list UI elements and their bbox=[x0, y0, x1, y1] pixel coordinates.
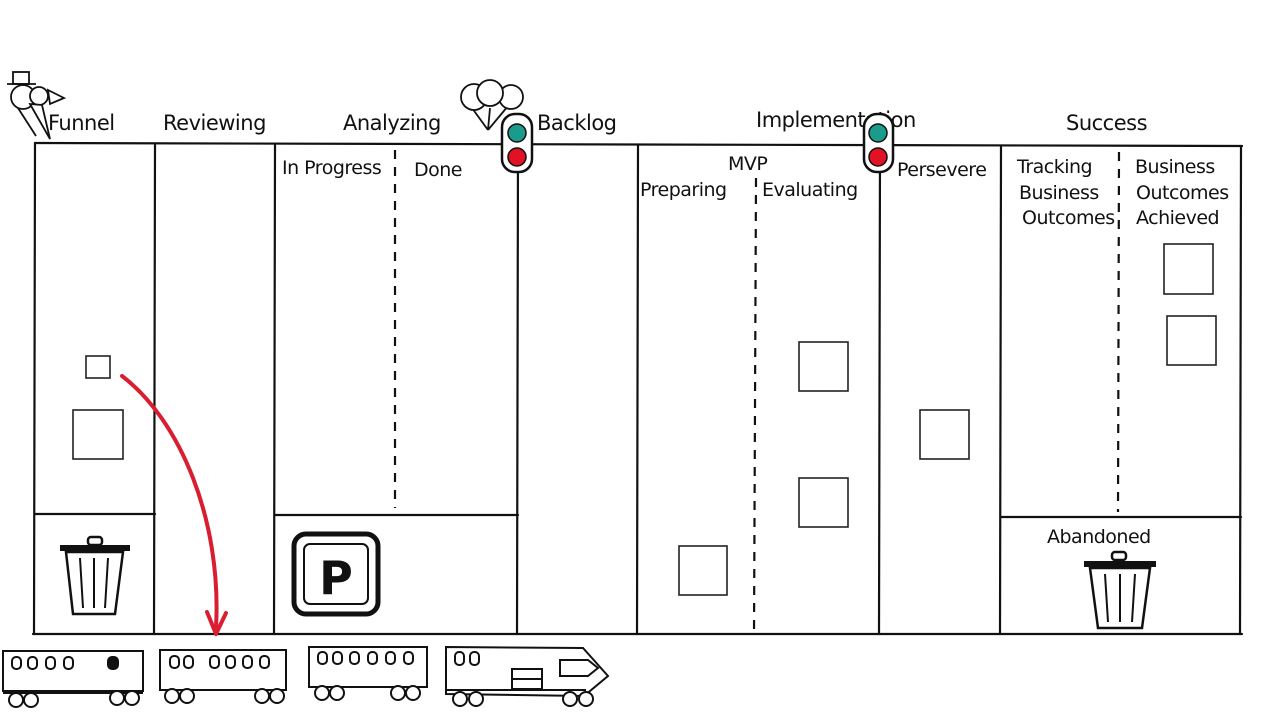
divider-reviewing-analyzing bbox=[272, 143, 277, 636]
lane-label-achieved-line2: Outcomes bbox=[1136, 182, 1229, 204]
board-left-border bbox=[32, 141, 37, 636]
lane-label-evaluating: Evaluating bbox=[762, 179, 858, 201]
divider-evaluating-persevere bbox=[877, 144, 882, 636]
train-icon bbox=[2, 645, 610, 708]
traffic-light-icon bbox=[862, 112, 895, 174]
lane-label-preparing: Preparing bbox=[640, 179, 727, 201]
balloons-icon bbox=[460, 79, 524, 131]
lane-label-tracking-line1: Tracking bbox=[1016, 156, 1092, 178]
parking-sign-letter: P bbox=[319, 551, 353, 605]
trash-can-icon bbox=[1084, 550, 1156, 630]
column-header-analyzing: Analyzing bbox=[343, 111, 441, 135]
card[interactable] bbox=[72, 409, 124, 460]
move-arrow bbox=[120, 374, 228, 636]
card[interactable] bbox=[919, 409, 970, 460]
card[interactable] bbox=[1163, 243, 1214, 295]
traffic-light-icon bbox=[500, 112, 534, 174]
parking-sign-icon: P bbox=[291, 531, 381, 617]
lane-label-mvp: MVP bbox=[728, 153, 767, 175]
lane-label-tracking-line2: Business bbox=[1019, 182, 1099, 204]
card[interactable] bbox=[678, 545, 728, 596]
divider-funnel-reviewing bbox=[152, 143, 157, 636]
column-header-reviewing: Reviewing bbox=[163, 111, 266, 135]
column-header-success: Success bbox=[1066, 111, 1147, 135]
lane-label-achieved-line1: Business bbox=[1135, 156, 1215, 178]
implementation-lane-divider bbox=[752, 177, 758, 635]
person-icon bbox=[7, 71, 67, 140]
lane-label-in-progress: In Progress bbox=[282, 157, 381, 179]
trash-can-icon bbox=[60, 535, 130, 616]
card[interactable] bbox=[798, 341, 849, 392]
column-header-backlog: Backlog bbox=[537, 111, 617, 135]
divider-analyzing-backlog bbox=[515, 143, 520, 636]
divider-persevere-success bbox=[998, 144, 1003, 636]
divider-backlog-implementation bbox=[635, 143, 640, 636]
lane-label-tracking-line3: Outcomes bbox=[1022, 207, 1115, 229]
lane-label-achieved-line3: Achieved bbox=[1136, 207, 1219, 229]
success-lane-divider bbox=[1116, 151, 1121, 513]
board-right-border bbox=[1238, 144, 1243, 636]
column-header-funnel: Funnel bbox=[48, 111, 115, 135]
lane-label-done: Done bbox=[414, 159, 462, 181]
card[interactable] bbox=[1166, 315, 1217, 366]
area-label-abandoned: Abandoned bbox=[1047, 526, 1151, 548]
card[interactable] bbox=[85, 355, 111, 379]
card[interactable] bbox=[798, 477, 849, 528]
lane-label-persevere: Persevere bbox=[897, 159, 986, 181]
